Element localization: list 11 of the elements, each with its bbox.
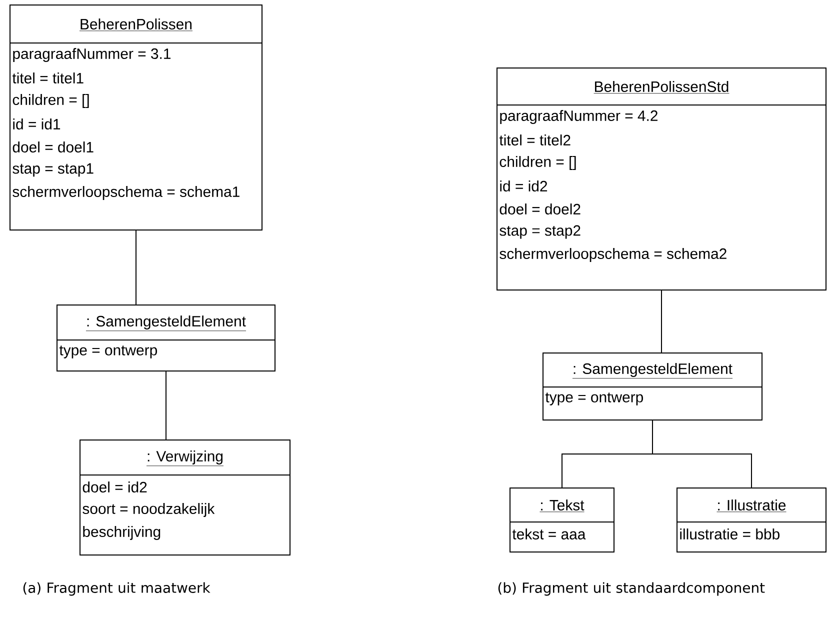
- caption: (a) Fragment uit maatwerk: [23, 582, 210, 596]
- object-box: : Verwijzing doel = id2 soort = noodzakelijk beschrijving: [80, 440, 290, 556]
- object-box: BeherenPolissenStd paragraafNummer = 4.2 titel = titel2 children = [] id = id2 doel = doel2 stap = stap2 schermverloopschema = schema2: [496, 68, 826, 290]
- object-box: BeherenPolissen paragraafNummer = 3.1 titel = titel1 children = [] id = id1 doel = doel1 stap = stap1 schermverloopschema = schema1: [10, 4, 262, 230]
- caption: (b) Fragment uit standaardcomponent: [498, 582, 765, 596]
- object-box: : Illustratie illustratie = bbb: [676, 488, 826, 552]
- connector-line: [652, 420, 752, 488]
- object-box: : SamengesteldElement type = ontwerp: [56, 304, 276, 372]
- object-box: : SamengesteldElement type = ontwerp: [542, 352, 762, 420]
- connector-line: [661, 290, 662, 354]
- object-box: : Tekst tekst = aaa: [510, 488, 614, 552]
